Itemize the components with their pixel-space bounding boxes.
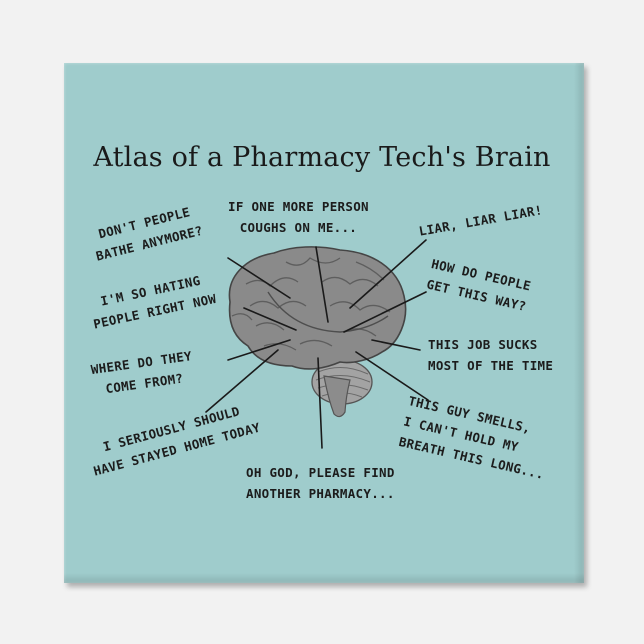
pointer-line (243, 307, 297, 331)
thought-line: coughs on me... (239, 220, 358, 235)
thought-line: This job sucks (428, 337, 538, 352)
pointer-lines (205, 239, 429, 449)
page-title: Atlas of a Pharmacy Tech's Brain (93, 142, 551, 173)
thought-line: Oh God, please find (246, 465, 395, 480)
thought-coughs: If one more person coughs on me... (228, 196, 369, 238)
thought-line: most of the time (428, 358, 554, 373)
thought-line: If one more person (228, 199, 369, 214)
thought-line: another pharmacy... (246, 486, 395, 501)
pointer-line (349, 239, 427, 309)
pointer-line (315, 246, 329, 323)
magnet-bevel-bottom (64, 573, 584, 583)
pointer-line (227, 257, 291, 299)
brain-stem (323, 375, 351, 418)
pointer-line (227, 339, 291, 361)
pointer-line (317, 357, 323, 449)
pointer-line (205, 349, 279, 413)
magnet-bevel-right (574, 63, 584, 583)
thought-another-pharmacy: Oh God, please find another pharmacy... (246, 462, 395, 504)
thought-job-sucks: This job sucks most of the time (428, 334, 553, 376)
pointer-line (343, 291, 427, 333)
pointer-line (355, 351, 429, 401)
pointer-line (371, 339, 421, 351)
